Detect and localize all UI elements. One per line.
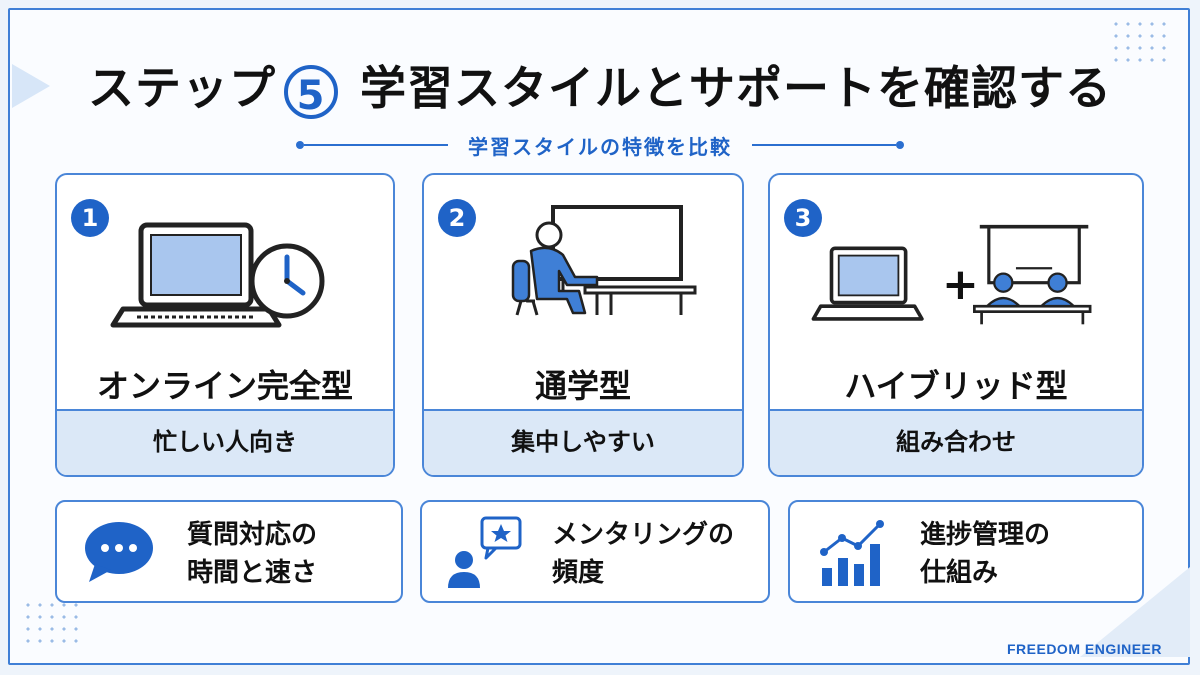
feature-line: メンタリングの bbox=[552, 520, 735, 550]
subtitle-dot bbox=[896, 141, 904, 149]
feature-line: 頻度 bbox=[552, 558, 605, 588]
subtitle-line bbox=[752, 144, 896, 146]
feature-text: メンタリングの 頻度 bbox=[552, 516, 762, 592]
hybrid-illustration bbox=[811, 224, 1092, 325]
laptop-icon bbox=[110, 222, 282, 328]
card-number-badge: 3 bbox=[784, 199, 822, 237]
laptop-icon bbox=[811, 246, 924, 321]
card-title: オンライン完全型 bbox=[96, 367, 353, 405]
feature-text: 質問対応の 時間と速さ bbox=[187, 516, 397, 592]
person-desk-illustration bbox=[511, 205, 697, 316]
classroom-icon bbox=[973, 224, 1092, 325]
card-title: ハイブリッド型 bbox=[844, 367, 1068, 405]
title-prefix: ステップ bbox=[88, 61, 276, 115]
laptop-clock-illustration bbox=[110, 222, 325, 328]
section-subtitle: 学習スタイルの特徴を比較 bbox=[468, 134, 732, 159]
whiteboard-icon bbox=[551, 205, 683, 291]
card-note: 忙しい人向き bbox=[57, 409, 393, 475]
card-note: 集中しやすい bbox=[424, 409, 742, 475]
plus-icon: + bbox=[942, 259, 979, 310]
step-number-badge: 5 bbox=[284, 64, 338, 119]
feature-line: 進捗管理の bbox=[920, 520, 1051, 550]
decor-dots bbox=[22, 599, 82, 649]
decor-triangle bbox=[12, 64, 50, 108]
card-note: 組み合わせ bbox=[770, 409, 1142, 475]
person-icon bbox=[511, 221, 599, 316]
feature-question-response: 質問対応の 時間と速さ bbox=[55, 500, 403, 603]
feature-mentoring: メンタリングの 頻度 bbox=[420, 500, 770, 603]
clock-icon bbox=[249, 243, 325, 319]
subtitle-dot bbox=[296, 141, 304, 149]
desk-icon bbox=[583, 285, 697, 315]
card-number-badge: 1 bbox=[71, 199, 109, 237]
chat-bubble-icon bbox=[85, 522, 153, 582]
feature-line: 質問対応の bbox=[187, 520, 318, 550]
brand-logo-text: FREEDOM ENGINEER bbox=[1006, 641, 1162, 657]
card-title: 通学型 bbox=[534, 367, 631, 405]
subtitle-row: 学習スタイルの特徴を比較 bbox=[296, 130, 904, 160]
title-suffix: 学習スタイルとサポートを確認する bbox=[360, 61, 1112, 115]
style-card-school: 2 通学型 集中しやすい bbox=[422, 173, 744, 477]
card-number-badge: 2 bbox=[438, 199, 476, 237]
style-card-online: 1 オンライン完全型 忙しい人向き bbox=[55, 173, 395, 477]
mentor-star-icon bbox=[448, 516, 522, 588]
feature-line: 時間と速さ bbox=[187, 558, 318, 588]
feature-progress: 進捗管理の 仕組み bbox=[788, 500, 1144, 603]
feature-text: 進捗管理の 仕組み bbox=[920, 516, 1130, 592]
style-card-hybrid: 3 + ハイブリッド型 組み合わせ bbox=[768, 173, 1144, 477]
progress-chart-icon bbox=[820, 520, 884, 586]
subtitle-line bbox=[304, 144, 448, 146]
feature-line: 仕組み bbox=[920, 558, 999, 588]
decor-dots bbox=[1110, 18, 1170, 68]
